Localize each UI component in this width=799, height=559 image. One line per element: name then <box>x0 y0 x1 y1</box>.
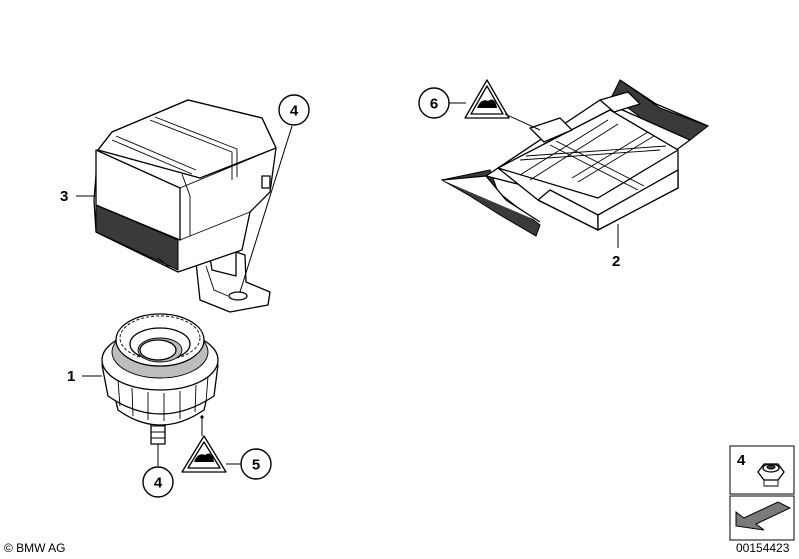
diagram-number: 00154423 <box>736 541 790 555</box>
callout-circle-4-bottom <box>142 466 174 498</box>
callout-circle-6 <box>418 87 450 119</box>
callout-circle-5 <box>240 448 272 480</box>
callout-6: 6 <box>430 96 438 113</box>
callout-1: 1 <box>67 368 75 385</box>
callout-circle-4-top <box>278 94 310 126</box>
inset-arrow-box <box>729 495 795 541</box>
copyright-text: © BMW AG <box>4 541 66 555</box>
warning-triangle-icon-6 <box>464 79 510 119</box>
inset-callout-4: 4 <box>737 452 746 469</box>
callout-3: 3 <box>60 188 68 205</box>
callout-4-bottom: 4 <box>154 475 163 492</box>
callout-5: 5 <box>252 457 260 474</box>
inset-nut-box: 4 <box>729 445 795 495</box>
control-unit-housing <box>93 99 277 313</box>
callout-4-top: 4 <box>290 103 299 120</box>
callout-2: 2 <box>612 253 620 270</box>
sensor-module <box>440 79 710 237</box>
warning-triangle-icon-5 <box>181 435 227 473</box>
siren-unit <box>101 313 219 445</box>
